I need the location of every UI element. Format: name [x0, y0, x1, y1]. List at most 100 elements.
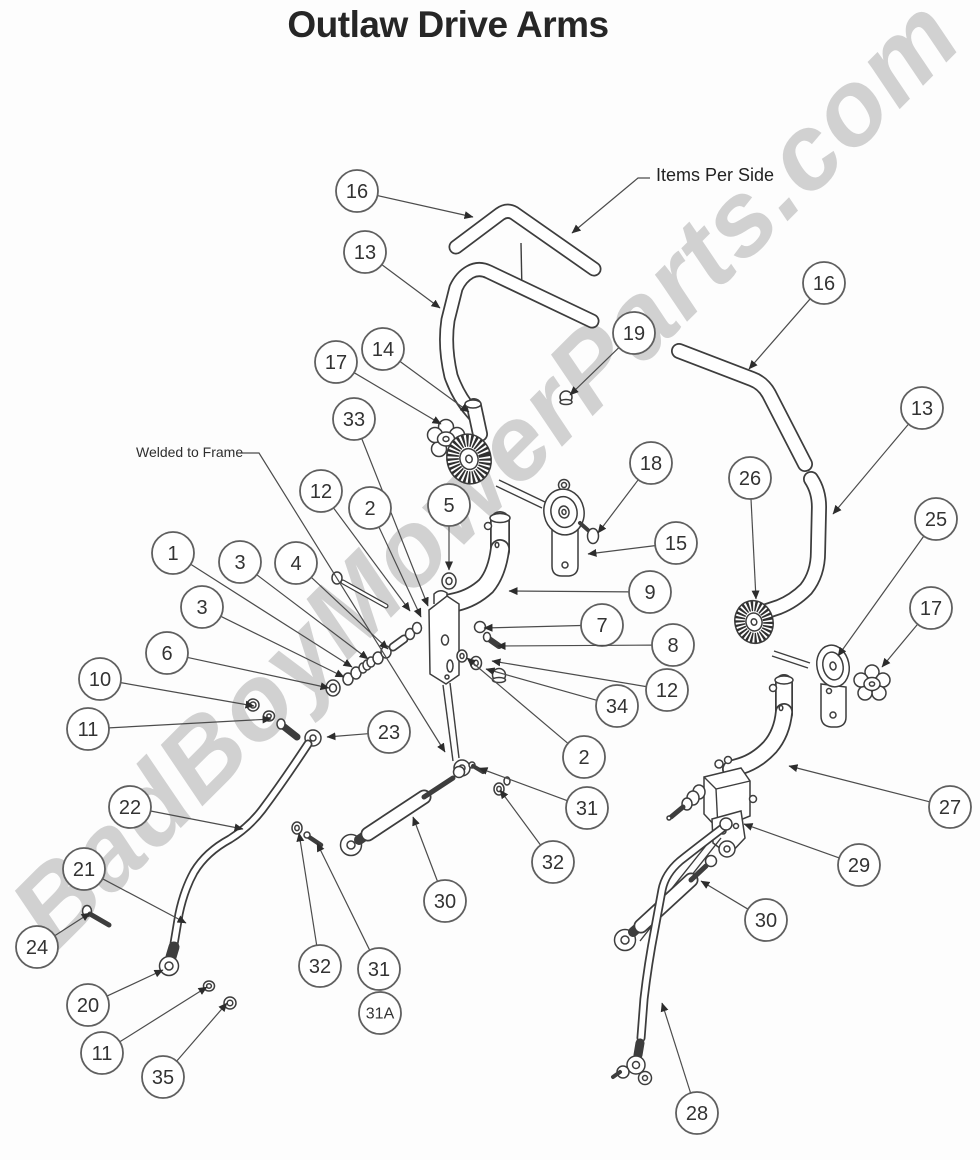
balloon-16 [802, 261, 846, 305]
leader-line-13 [832, 423, 909, 515]
balloon-number-4: 4 [290, 553, 301, 575]
balloon-number-31: 31 [576, 798, 598, 820]
balloon-28 [675, 1091, 719, 1135]
balloon-number-32: 32 [542, 852, 564, 874]
balloon-number-18: 18 [640, 453, 662, 475]
balloon-number-23: 23 [378, 722, 400, 744]
balloon-35 [141, 1055, 185, 1099]
top-handle-grip [439, 203, 602, 426]
leader-line-30 [412, 816, 439, 882]
right-pivot-tube [722, 674, 794, 778]
welded-to-frame-label: Welded to Frame [136, 444, 244, 460]
balloon-number-16: 16 [346, 181, 368, 203]
balloon-number-9: 9 [644, 582, 655, 604]
right-bent-rod [611, 817, 733, 1086]
balloon-number-8: 8 [667, 635, 678, 657]
balloon-1 [151, 531, 195, 575]
leader-line-31 [316, 842, 371, 951]
balloon-number-15: 15 [665, 533, 687, 555]
page-title: Outlaw Drive Arms [287, 4, 609, 45]
balloon-2 [562, 735, 606, 779]
leader-line-16 [377, 195, 474, 220]
leader-line-11 [119, 986, 208, 1043]
leader-line-2 [466, 657, 569, 744]
balloon-31A [358, 991, 402, 1035]
leader-line-16 [748, 298, 811, 370]
balloon-number-1: 1 [167, 543, 178, 565]
leader-line-3 [220, 615, 345, 678]
balloon-number-14: 14 [372, 339, 394, 361]
balloon-number-27: 27 [939, 797, 961, 819]
balloon-11 [80, 1031, 124, 1075]
balloon-number-33: 33 [343, 409, 365, 431]
balloon-number-13: 13 [911, 398, 933, 420]
balloon-number-12: 12 [656, 680, 678, 702]
right-damper [613, 854, 718, 952]
balloon-number-22: 22 [119, 797, 141, 819]
leader-line-22 [150, 810, 244, 832]
leader-line-4 [310, 576, 389, 650]
leader-line-34 [485, 667, 597, 701]
balloon-16 [335, 169, 379, 213]
balloon-27 [928, 785, 972, 829]
balloon-23 [367, 710, 411, 754]
leader-line-29 [743, 823, 840, 859]
balloon-number-24: 24 [26, 937, 48, 959]
leader-line-11 [108, 715, 272, 729]
balloon-15 [654, 521, 698, 565]
leader-line-30 [700, 880, 749, 910]
balloon-number-31: 31 [368, 959, 390, 981]
balloon-20 [66, 983, 110, 1027]
balloon-12 [299, 469, 343, 513]
leader-line-17 [353, 372, 442, 425]
balloon-32 [531, 840, 575, 884]
balloon-7 [580, 603, 624, 647]
balloon-number-26: 26 [739, 468, 761, 490]
items-per-side-label: Items Per Side [656, 165, 775, 185]
balloon-26 [728, 456, 772, 500]
balloon-number-17: 17 [325, 352, 347, 374]
balloon-6 [145, 631, 189, 675]
leader-line-7 [483, 623, 582, 632]
balloon-34 [595, 684, 639, 728]
balloon-number-35: 35 [152, 1067, 174, 1089]
right-drive-arm-tube [671, 343, 827, 619]
balloon-number-19: 19 [623, 323, 645, 345]
balloon-30 [744, 898, 788, 942]
items-per-side-leader [571, 177, 650, 234]
left-damper [291, 761, 511, 857]
leader-line-12 [333, 507, 411, 612]
leader-line-12 [491, 658, 647, 688]
leader-line-9 [508, 587, 630, 596]
balloon-3 [218, 540, 262, 584]
balloon-number-10: 10 [89, 669, 111, 691]
leader-line-3 [256, 574, 369, 660]
balloon-number-3: 3 [196, 597, 207, 619]
balloon-17 [909, 586, 953, 630]
balloon-number-5: 5 [443, 495, 454, 517]
leader-line-24 [54, 912, 91, 937]
balloon-number-32: 32 [309, 956, 331, 978]
leader-line-26 [750, 498, 760, 600]
balloon-number-2: 2 [578, 747, 589, 769]
balloon-number-3: 3 [234, 552, 245, 574]
balloon-number-34: 34 [606, 696, 628, 718]
leader-line-14 [399, 360, 470, 413]
left-bent-rod [81, 739, 313, 1010]
leader-line-15 [587, 545, 656, 557]
balloon-5 [427, 483, 471, 527]
leader-line-28 [660, 1002, 692, 1094]
balloon-8 [651, 623, 695, 667]
welded-to-frame-leader [240, 452, 446, 753]
balloon-number-21: 21 [73, 859, 95, 881]
balloon-33 [332, 397, 376, 441]
leader-line-33 [361, 438, 429, 607]
balloon-number-30: 30 [755, 910, 777, 932]
balloon-31 [565, 786, 609, 830]
balloon-number-6: 6 [161, 643, 172, 665]
balloon-number-17: 17 [920, 598, 942, 620]
balloon-10 [78, 657, 122, 701]
leader-line-8 [496, 641, 653, 650]
leader-line-20 [106, 969, 164, 997]
